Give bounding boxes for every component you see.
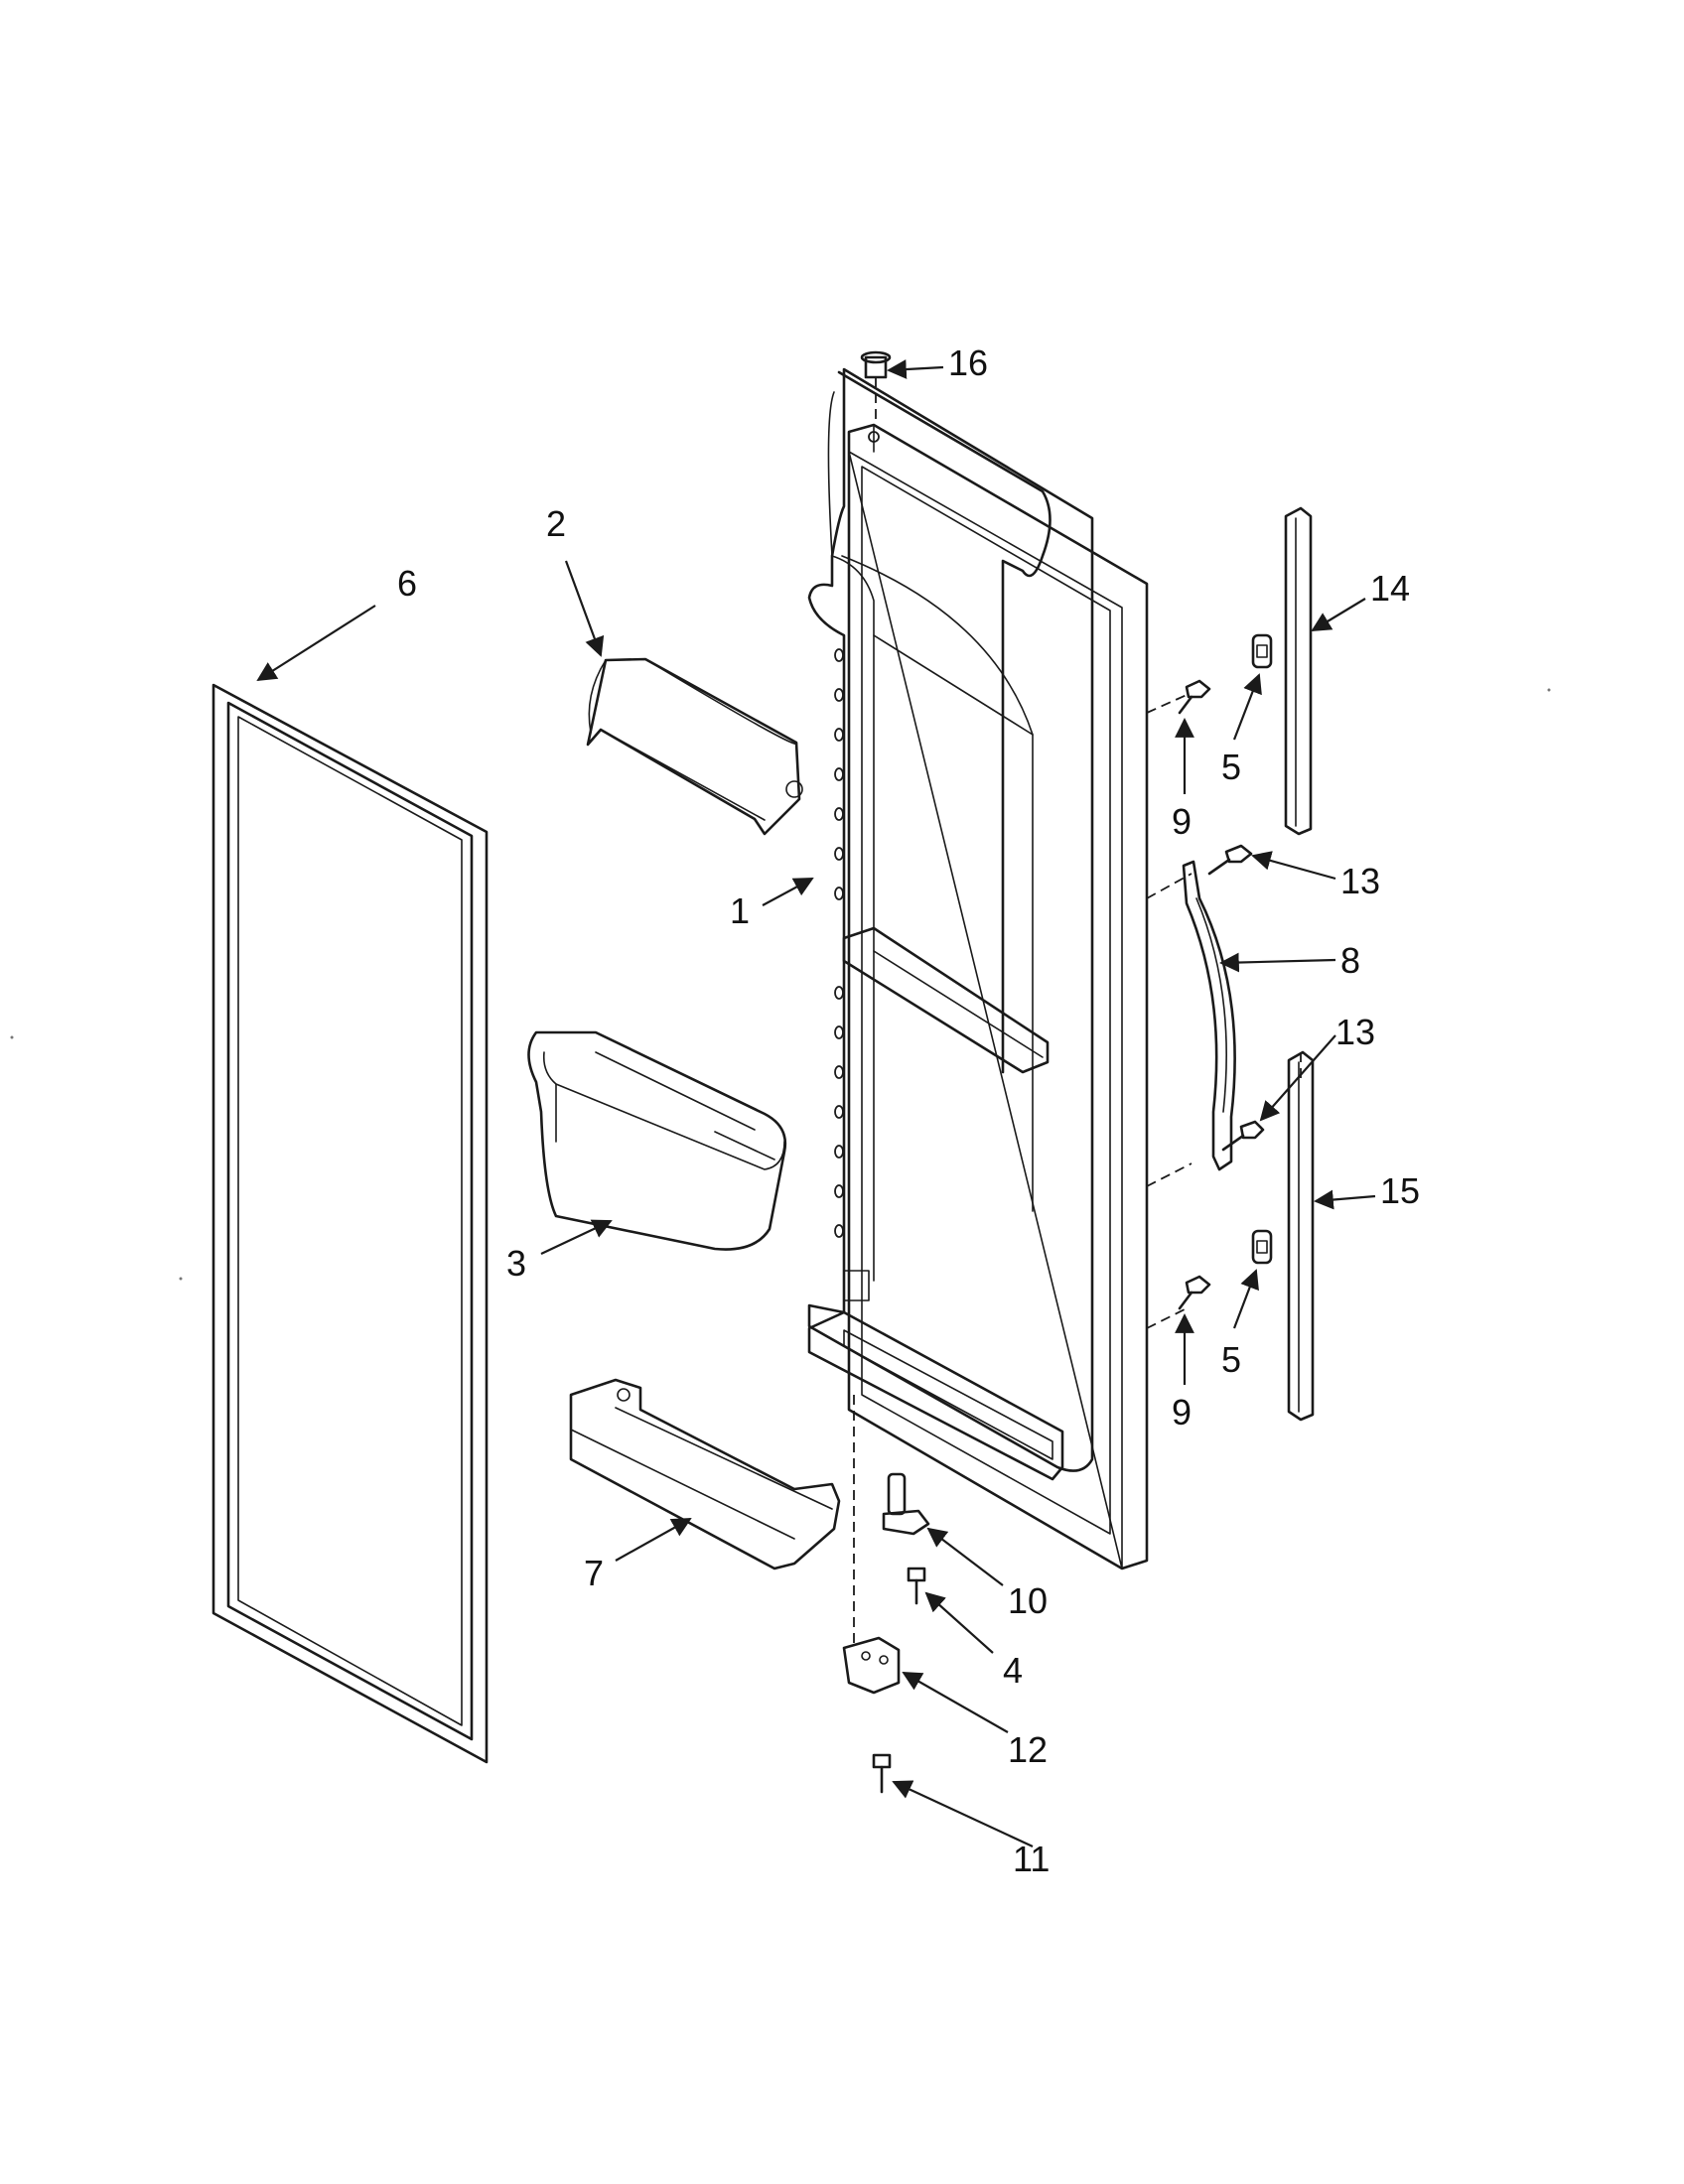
callout-6: 6	[397, 563, 417, 604]
callout-13-lower: 13	[1335, 1012, 1375, 1052]
callout-13-upper: 13	[1340, 861, 1380, 901]
callout-3: 3	[506, 1243, 526, 1284]
handle-screw-upper	[1207, 844, 1253, 876]
door-handle	[1182, 860, 1236, 1171]
callout-4: 4	[1003, 1650, 1023, 1691]
handle-screw-lower	[1221, 1120, 1265, 1152]
callout-9-lower: 9	[1172, 1392, 1192, 1433]
trim-clip-upper	[1251, 633, 1273, 669]
scan-speck	[179, 1277, 183, 1281]
scan-speck	[1547, 688, 1551, 692]
door-shelf	[569, 1378, 841, 1570]
screw-upper	[1178, 679, 1211, 715]
door-liner	[807, 367, 1149, 1570]
hinge-pin	[882, 1472, 930, 1536]
door-gasket	[211, 683, 489, 1764]
hinge-screw	[907, 1567, 926, 1605]
door-bin	[527, 1030, 787, 1251]
door-trim-upper	[1284, 506, 1313, 836]
callout-2: 2	[546, 503, 566, 544]
callout-12: 12	[1008, 1729, 1048, 1770]
door-trim-lower	[1287, 1050, 1315, 1422]
screw-lower	[1178, 1275, 1211, 1310]
trim-clip-lower	[1251, 1229, 1273, 1265]
callout-11: 11	[1013, 1839, 1050, 1879]
callout-15: 15	[1380, 1170, 1420, 1211]
callout-5-lower: 5	[1221, 1339, 1241, 1380]
hinge-bracket-screw	[872, 1753, 892, 1794]
scan-speck	[10, 1035, 14, 1039]
dairy-door	[586, 657, 803, 836]
callout-labels: 16 2 6 14 5 9 1 13 8 13 3 15 5 9 7 10 4 …	[397, 342, 1420, 1879]
callout-5-upper: 5	[1221, 747, 1241, 787]
callout-16: 16	[948, 342, 988, 383]
callout-7: 7	[584, 1553, 604, 1593]
callout-14: 14	[1370, 568, 1410, 609]
callout-10: 10	[1008, 1580, 1048, 1621]
callout-leaders	[256, 359, 1376, 1847]
plug	[860, 350, 892, 425]
bottom-hinge	[842, 1636, 901, 1695]
callout-9-upper: 9	[1172, 801, 1192, 842]
callout-8: 8	[1340, 940, 1360, 981]
callout-1: 1	[730, 890, 750, 931]
